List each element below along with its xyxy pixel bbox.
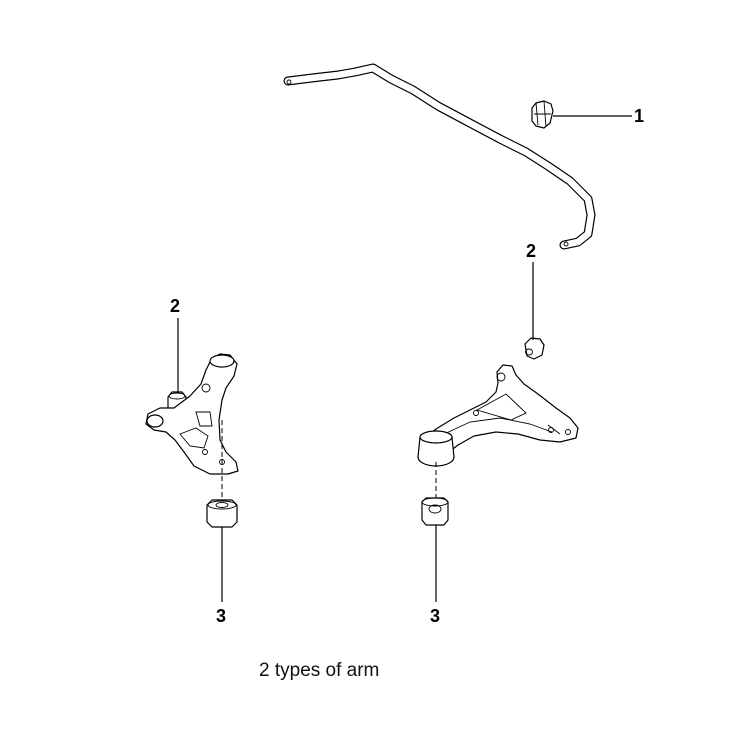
callout-1: 1: [634, 106, 644, 126]
stabilizer-bar: [283, 63, 596, 250]
left-arm-rear-bushing: [206, 499, 238, 602]
diagram-caption: 2 types of arm: [259, 660, 379, 681]
left-lower-arm: [145, 353, 239, 500]
stabilizer-bar-outer: [283, 63, 596, 250]
callout-3-right: 3: [430, 606, 440, 626]
right-arm-rear-bushing: [421, 497, 449, 602]
stabilizer-bushing: [531, 100, 632, 129]
callout-2-right: 2: [526, 241, 536, 261]
bar-end-hole-left: [286, 79, 292, 85]
callout-3-left: 3: [216, 606, 226, 626]
right-lower-arm: [417, 364, 579, 498]
stabilizer-bar-inner: [284, 64, 595, 249]
callout-2-left: 2: [170, 296, 180, 316]
right-arm-front-bushing: [524, 262, 545, 360]
bar-end-hole-right: [563, 241, 569, 247]
